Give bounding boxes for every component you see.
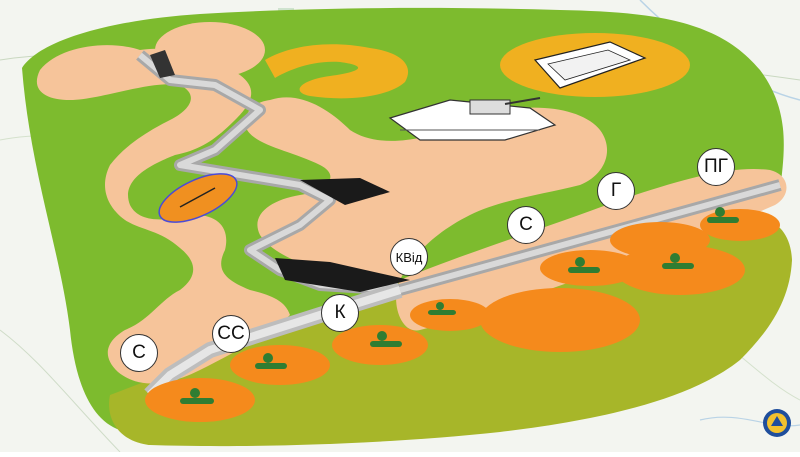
soldier-icon — [662, 253, 694, 269]
soldier-icon — [255, 353, 287, 369]
label-pg: ПГ — [697, 148, 735, 186]
dugout — [300, 178, 390, 205]
label-s-left: С — [120, 334, 158, 372]
label-g: Г — [597, 172, 635, 210]
trench-earth-blob — [155, 22, 265, 78]
soldier-icon — [428, 302, 456, 315]
dugout — [150, 50, 175, 78]
soldier-icon — [180, 388, 214, 404]
soldier-icon — [707, 207, 739, 223]
trench-earth-center — [245, 97, 608, 282]
unit-emblem-icon — [763, 409, 791, 437]
label-kvid: КВід — [390, 238, 428, 276]
parapet — [265, 44, 409, 99]
trench-earth — [36, 45, 290, 384]
label-ss: СС — [212, 315, 250, 353]
soldier-icon — [370, 331, 402, 347]
armored-vehicle-icon — [388, 97, 557, 141]
soldier-icon — [568, 257, 600, 273]
label-k: К — [321, 294, 359, 332]
label-s-mid: С — [507, 206, 545, 244]
dugout — [275, 258, 410, 292]
